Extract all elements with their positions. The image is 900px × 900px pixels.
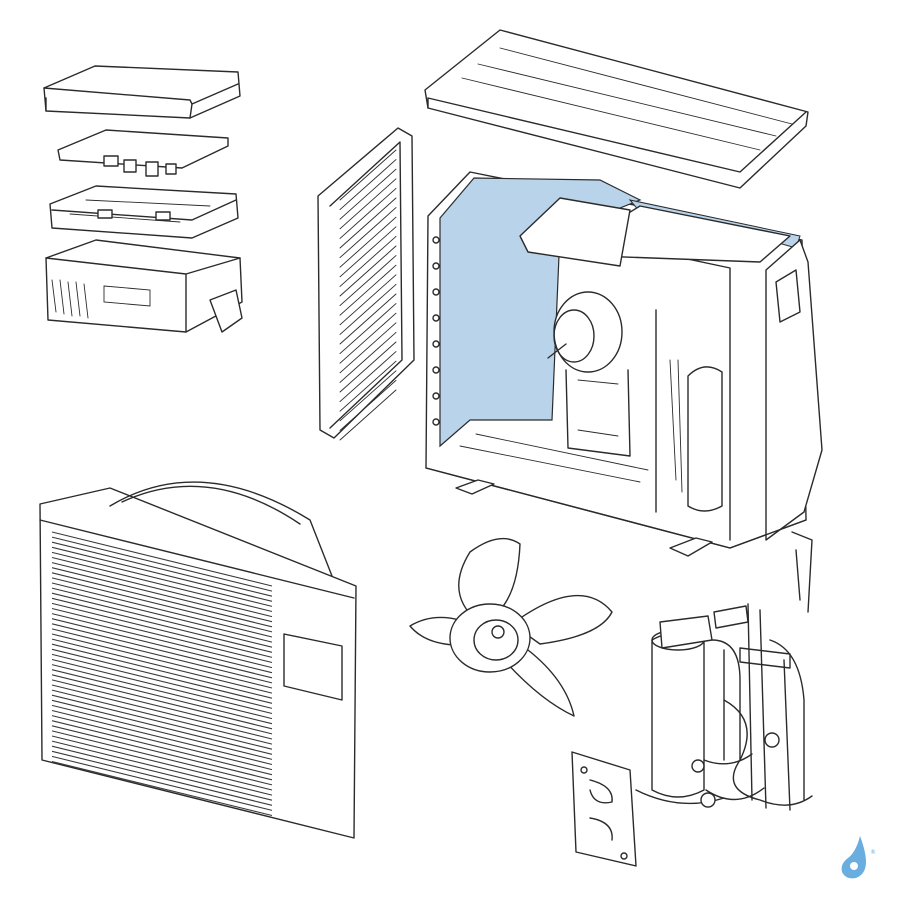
grille-slat xyxy=(51,653,273,709)
water-drop-logo-icon: ® xyxy=(841,836,876,879)
grille-slat xyxy=(339,187,397,239)
grille-slat xyxy=(51,551,273,607)
logo-registered-mark: ® xyxy=(870,849,876,856)
grille-slat xyxy=(51,582,273,638)
valve-mounting-bracket xyxy=(571,751,637,867)
grille-slat xyxy=(51,679,273,735)
grille-slat xyxy=(51,694,273,750)
grille-slat xyxy=(51,740,273,796)
rear-grille-panel xyxy=(317,127,415,441)
grille-slat xyxy=(51,577,273,633)
screw-hole xyxy=(432,288,440,296)
grille-slat xyxy=(339,283,397,335)
grille-slat xyxy=(51,638,273,694)
control-box-tray xyxy=(49,185,239,239)
grille-slat xyxy=(51,689,273,745)
grille-slat xyxy=(339,149,397,201)
screw-hole xyxy=(432,262,440,270)
grille-slat xyxy=(51,684,273,740)
grille-slat xyxy=(51,750,273,806)
grille-slat xyxy=(51,567,273,623)
grille-slat xyxy=(339,379,397,431)
refrigerant-piping xyxy=(691,531,813,811)
grille-slat xyxy=(51,607,273,664)
grille-slat xyxy=(51,725,273,781)
grille-slat xyxy=(51,541,273,597)
grille-slat xyxy=(339,360,397,412)
grille-slat xyxy=(51,760,273,817)
grille-slat xyxy=(51,720,273,776)
grille-slat xyxy=(51,536,273,592)
grille-slat xyxy=(51,623,273,679)
grille-slat xyxy=(51,562,273,618)
grille-slat xyxy=(51,628,273,684)
top-cover-panel xyxy=(424,29,809,189)
grille-slat xyxy=(339,226,397,278)
grille-slat xyxy=(339,370,397,422)
grille-slat xyxy=(339,207,397,259)
grille-slat xyxy=(339,331,397,383)
grille-slat xyxy=(51,704,273,760)
grille-slat xyxy=(339,264,397,316)
grille-slat xyxy=(51,658,273,715)
grille-slat xyxy=(51,602,273,658)
grille-slat xyxy=(339,168,397,220)
grille-slat xyxy=(339,312,397,364)
grille-slat xyxy=(339,197,397,249)
grille-slat xyxy=(339,389,397,441)
grille-slat xyxy=(51,648,273,704)
grille-slat xyxy=(339,178,397,230)
grille-slat xyxy=(51,572,273,628)
grille-slat xyxy=(51,730,273,786)
control-box-housing xyxy=(45,239,243,333)
control-box-cover xyxy=(43,65,241,119)
grille-slat xyxy=(51,531,273,587)
grille-slat xyxy=(51,556,273,613)
grille-slat xyxy=(339,245,397,297)
grille-slat xyxy=(51,613,273,669)
grille-slat xyxy=(51,546,273,602)
compressor-assembly xyxy=(635,615,725,805)
grille-slat xyxy=(51,674,273,730)
grille-slat xyxy=(51,664,273,720)
grille-slat xyxy=(51,745,273,801)
grille-slat xyxy=(339,303,397,355)
grille-slat xyxy=(51,709,273,766)
screw-hole xyxy=(432,340,440,348)
grille-slat xyxy=(51,699,273,755)
grille-slat xyxy=(51,618,273,674)
grille-slat xyxy=(339,255,397,307)
screw-hole xyxy=(432,366,440,374)
grille-slat xyxy=(51,755,273,811)
grille-slat xyxy=(339,341,397,393)
grille-slat xyxy=(339,293,397,345)
axial-fan-blade xyxy=(409,537,613,717)
screw-hole xyxy=(432,236,440,244)
front-grille-panel xyxy=(39,481,357,839)
main-chassis xyxy=(425,171,823,557)
screw-hole xyxy=(432,418,440,426)
grille-slat xyxy=(51,597,273,653)
grille-slat xyxy=(51,587,273,643)
grille-slat xyxy=(51,669,273,725)
grille-slat xyxy=(51,715,273,771)
grille-slat xyxy=(339,274,397,326)
grille-slat xyxy=(51,633,273,689)
grille-slat xyxy=(339,322,397,374)
screw-hole xyxy=(432,314,440,322)
grille-slat xyxy=(51,643,273,699)
grille-slat xyxy=(339,159,397,211)
control-pcb-board xyxy=(57,129,229,177)
grille-slat xyxy=(51,592,273,648)
grille-slat xyxy=(339,351,397,403)
grille-slat xyxy=(339,235,397,287)
screw-hole xyxy=(432,392,440,400)
grille-slat xyxy=(51,735,273,791)
grille-slat xyxy=(339,216,397,268)
